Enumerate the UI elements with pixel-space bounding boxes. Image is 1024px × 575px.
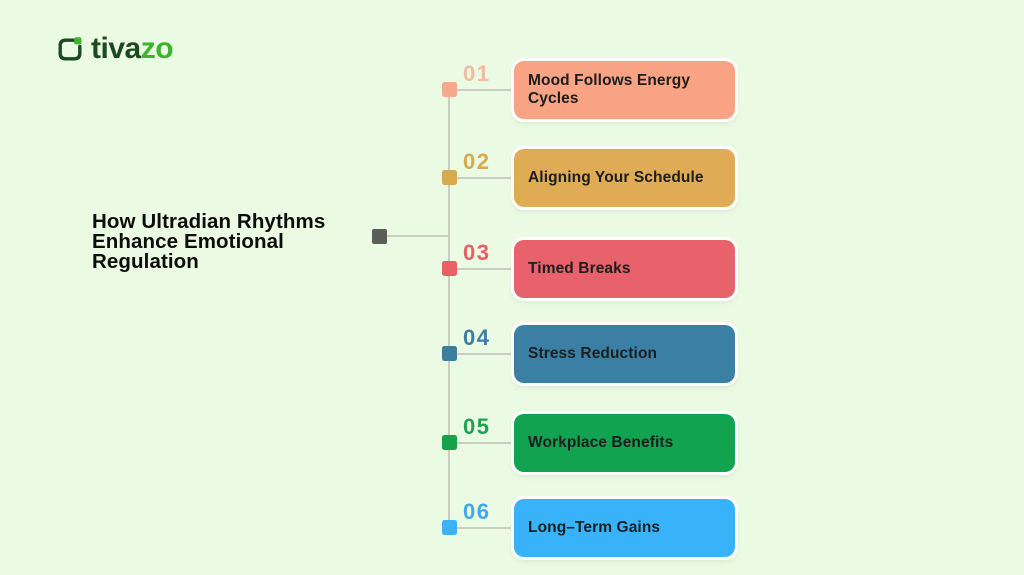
- tivazo-logo: tivazo: [57, 32, 174, 65]
- item-connector-line: [449, 268, 514, 270]
- title-line-1: How Ultradian Rhythms: [92, 210, 326, 233]
- item-card: Aligning Your Schedule: [514, 149, 735, 207]
- timeline-spine: [448, 90, 450, 529]
- item-marker-square: [442, 261, 457, 276]
- item-card: Mood Follows Energy Cycles: [514, 61, 735, 119]
- item-number: 03: [463, 240, 491, 265]
- item-card: Workplace Benefits: [514, 414, 735, 472]
- item-connector-line: [449, 177, 514, 179]
- tivazo-mark-icon: [57, 36, 84, 63]
- item-marker-square: [442, 520, 457, 535]
- item-card-label: Aligning Your Schedule: [528, 169, 704, 186]
- item-number: 02: [463, 149, 491, 174]
- item-connector-line: [449, 527, 514, 529]
- item-marker-square: [442, 346, 457, 361]
- title-line-3: Regulation: [92, 250, 199, 273]
- item-number: 05: [463, 414, 491, 439]
- item-card: Long–Term Gains: [514, 499, 735, 557]
- item-card-label: Long–Term Gains: [528, 519, 661, 536]
- page-title: How Ultradian Rhythms Enhance Emotional …: [92, 210, 362, 273]
- title-node-square: [372, 229, 387, 244]
- brand-wordmark: tivazo: [91, 32, 174, 65]
- item-card-label: Workplace Benefits: [528, 434, 674, 451]
- item-connector-line: [449, 353, 514, 355]
- item-connector-line: [449, 442, 514, 444]
- item-connector-line: [449, 89, 514, 91]
- item-marker-square: [442, 170, 457, 185]
- brand-prefix: tiva: [91, 32, 141, 65]
- title-connector-line: [387, 235, 448, 237]
- item-card-label: Mood Follows Energy Cycles: [528, 72, 691, 107]
- item-number: 01: [463, 61, 491, 86]
- title-line-2: Enhance Emotional: [92, 230, 284, 253]
- item-number: 06: [463, 499, 491, 524]
- item-marker-square: [442, 435, 457, 450]
- item-card: Timed Breaks: [514, 240, 735, 298]
- item-card-label: Timed Breaks: [528, 260, 631, 277]
- brand-suffix: zo: [140, 32, 174, 65]
- item-number: 04: [463, 325, 491, 350]
- item-card: Stress Reduction: [514, 325, 735, 383]
- item-marker-square: [442, 82, 457, 97]
- item-card-label: Stress Reduction: [528, 345, 658, 362]
